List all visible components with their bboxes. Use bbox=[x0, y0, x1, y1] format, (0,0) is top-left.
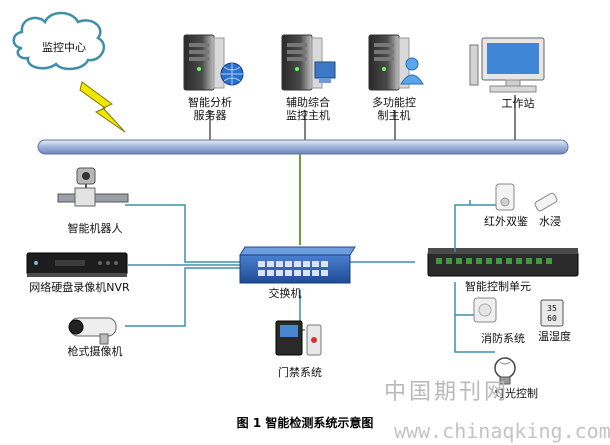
robot-icon[interactable] bbox=[57, 167, 129, 207]
camera-icon[interactable] bbox=[68, 317, 117, 345]
connector-line bbox=[454, 204, 500, 252]
access-control-label: 门禁系统 bbox=[278, 366, 322, 379]
thermometer-reading: 35 bbox=[547, 304, 557, 313]
switch-icon[interactable] bbox=[239, 246, 356, 284]
nvr-label: 网络硬盘录像机NVR bbox=[29, 281, 130, 294]
workstation-label: 工作站 bbox=[501, 97, 535, 110]
monitor-center-label: 监控中心 bbox=[42, 41, 86, 54]
light-control-label: 灯光控制 bbox=[494, 387, 538, 400]
connector-line bbox=[125, 267, 240, 327]
infrared-detector-icon[interactable] bbox=[495, 183, 515, 211]
figure-caption: 图 1 智能检测系统示意图 bbox=[236, 416, 374, 430]
server-icon[interactable] bbox=[183, 34, 225, 91]
thermometer-reading: 60 bbox=[547, 314, 557, 323]
server-label: 多功能控 制主机 bbox=[372, 96, 416, 122]
infrared-label: 红外双鉴 bbox=[484, 215, 528, 228]
watermark-cn: 中国期刊网 bbox=[384, 380, 510, 405]
nvr-icon[interactable] bbox=[26, 252, 128, 277]
control-unit-icon[interactable] bbox=[427, 248, 579, 277]
network-bus bbox=[37, 139, 569, 155]
water-sensor-icon[interactable] bbox=[534, 192, 558, 212]
workstation-icon[interactable] bbox=[469, 37, 545, 93]
fire-system-label: 消防系统 bbox=[481, 332, 525, 345]
server-label: 智能分析 服务器 bbox=[188, 96, 232, 122]
humidity-label: 温湿度 bbox=[538, 330, 571, 343]
screen-icon bbox=[314, 61, 336, 79]
access-control-icon[interactable] bbox=[275, 320, 322, 356]
connector-line bbox=[125, 204, 240, 263]
camera-label: 枪式摄像机 bbox=[67, 345, 123, 358]
connector-line bbox=[454, 315, 495, 353]
switch-label: 交换机 bbox=[268, 287, 302, 300]
water-label: 水浸 bbox=[539, 215, 561, 228]
control-unit-label: 智能控制单元 bbox=[465, 280, 531, 293]
lightning-icon bbox=[79, 81, 126, 133]
thermometer-icon[interactable]: 35 60 bbox=[540, 299, 564, 327]
fire-system-icon[interactable] bbox=[473, 297, 497, 323]
server-label: 辅助综合 监控主机 bbox=[286, 96, 330, 122]
light-bulb-icon[interactable] bbox=[494, 357, 516, 385]
monitor-center-cloud bbox=[12, 11, 106, 71]
user-icon bbox=[405, 57, 419, 71]
robot-label: 智能机器人 bbox=[67, 222, 123, 235]
watermark-url: www.chinaqking.com bbox=[394, 419, 610, 443]
